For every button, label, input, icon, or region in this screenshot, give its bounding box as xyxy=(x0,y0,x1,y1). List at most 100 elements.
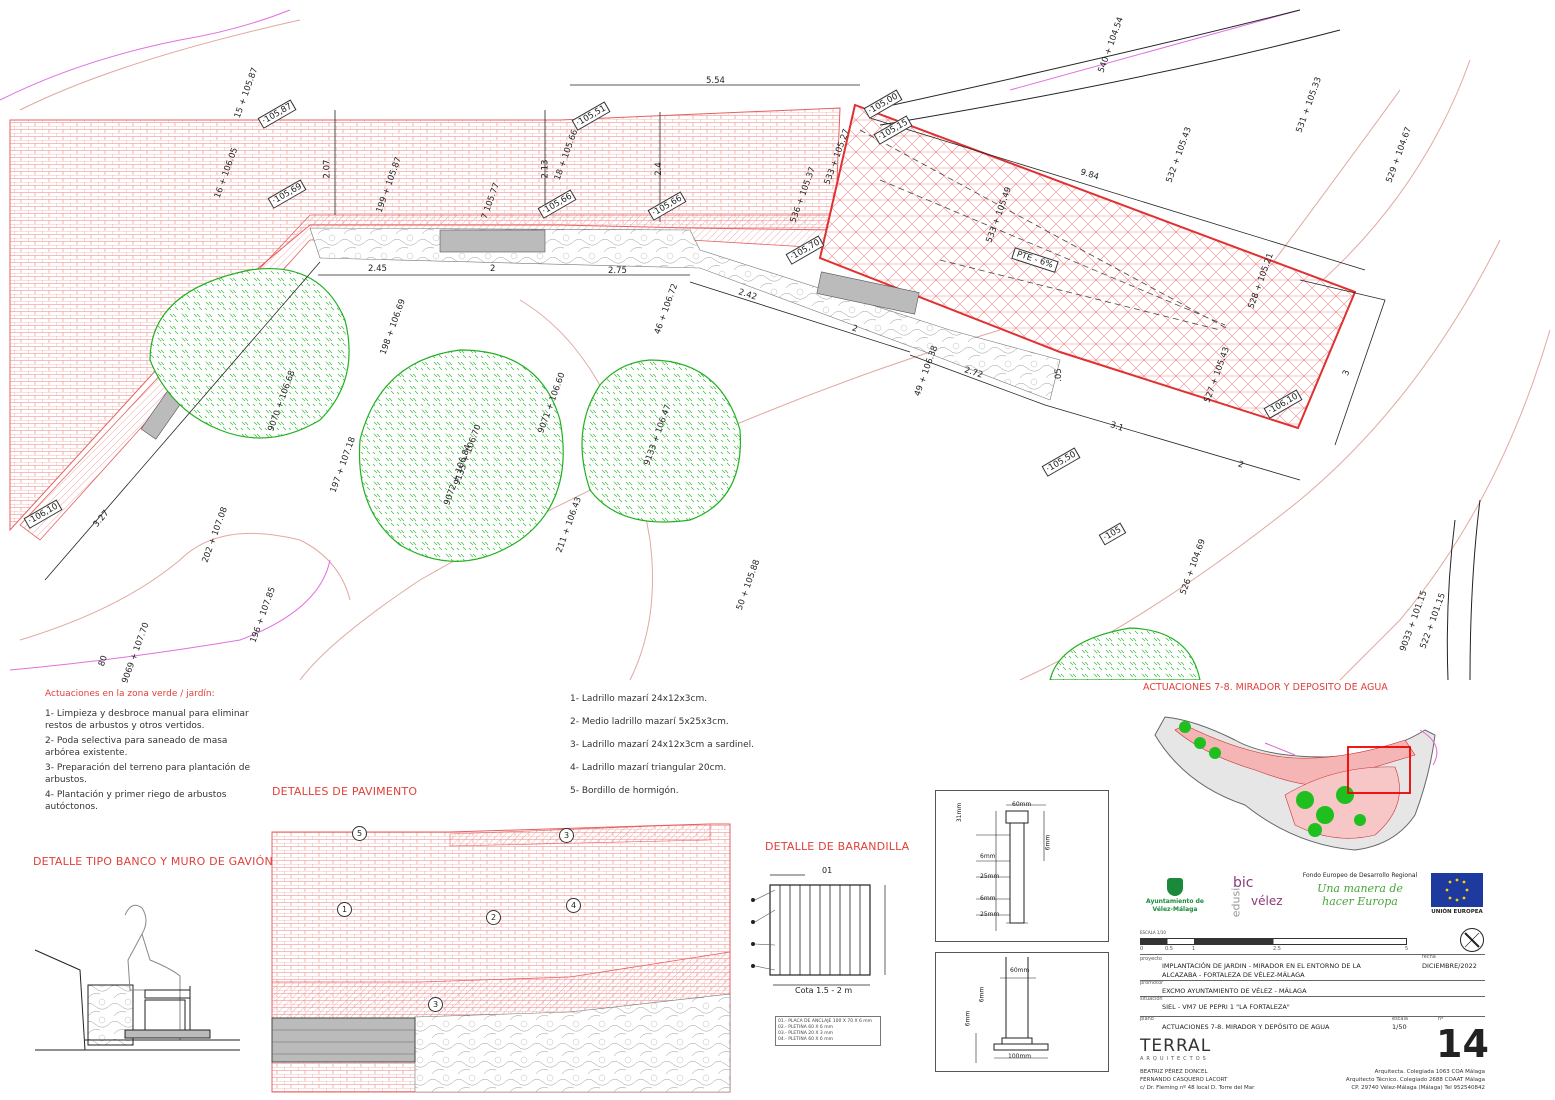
railing-legend-item: 03.- PLETINA 20 X 3 mm xyxy=(778,1031,833,1036)
green-notes-title: Actuaciones en la zona verde / jardín: xyxy=(45,689,215,699)
firm-name: TERRAL xyxy=(1140,1036,1212,1056)
feder-motto: Una manera de hacer Europa xyxy=(1317,882,1403,908)
coat-of-arms-icon xyxy=(1167,877,1183,896)
edusi-label: edusi xyxy=(1229,887,1243,918)
tree-3 xyxy=(581,359,742,523)
eu-flag-icon xyxy=(1431,873,1483,907)
water-tank-outline xyxy=(859,129,1231,331)
profile-dim: 25mm xyxy=(980,873,1000,880)
railing-legend: 01.- PLACA DE ANCLAJE 100 X 70 X 6 mm 02… xyxy=(775,1016,881,1046)
credit-line: CP. 29740 Vélez-Málaga (Málaga) Tel 9525… xyxy=(1351,1085,1485,1091)
author-line: c/ Dr. Fleming nº 48 local D. Torre del … xyxy=(1140,1085,1255,1091)
paving-note: 1- Ladrillo mazarí 24x12x3cm. xyxy=(570,694,708,704)
scale-label: ESCALA 1/10 xyxy=(1140,930,1166,935)
map-tree xyxy=(1194,737,1206,749)
marker-circle: 5 xyxy=(352,826,367,841)
map-highlight xyxy=(1347,746,1411,794)
firm-subtitle: ARQUITECTOS xyxy=(1140,1056,1209,1062)
paving-detail-drawing xyxy=(271,823,731,1093)
profile-dim: 31mm xyxy=(956,802,964,823)
green-zone-notes: Actuaciones en la zona verde / jardín: 1… xyxy=(45,688,255,816)
location-map xyxy=(1154,716,1438,851)
marker-circle: 1 xyxy=(337,902,352,917)
profile-dim: 60mm xyxy=(1012,801,1032,808)
sheet-number: 14 xyxy=(1436,1022,1489,1066)
scale-tick: 2.5 xyxy=(1273,946,1281,952)
situacion-label: situación xyxy=(1140,996,1163,1002)
green-note: 3- Preparación del terreno para plantaci… xyxy=(45,763,250,785)
row-plano: plano ACTUACIONES 7-8. MIRADOR Y DEPÓSIT… xyxy=(1140,1016,1485,1031)
marker-circle: 3 xyxy=(559,828,574,843)
north-arrow-icon xyxy=(1460,928,1484,952)
railing-detail-title: DETALLE DE BARANDILLA xyxy=(765,840,910,853)
marker-circle: 2 xyxy=(486,910,501,925)
map-tree xyxy=(1296,791,1314,809)
profile-detail-bottom: 60mm 6mm 6mm 100mm xyxy=(935,952,1109,1072)
row-promotor: promotor EXCMO AYUNTAMIENTO DE VÉLEZ - M… xyxy=(1140,980,1485,995)
green-note: 1- Limpieza y desbroce manual para elimi… xyxy=(45,709,249,731)
bic-label: bic xyxy=(1233,875,1254,891)
ayuntamiento-label: Ayuntamiento de Vélez-Málaga xyxy=(1146,897,1204,913)
authors: BEATRIZ PÉREZ DONCEL FERNANDO CASQUERO L… xyxy=(1140,1068,1254,1092)
marker-circle: 4 xyxy=(566,898,581,913)
escala-label: escala xyxy=(1392,1016,1408,1022)
paving-note: 5- Bordillo de hormigón. xyxy=(570,786,679,796)
mirador-deck xyxy=(818,103,1357,430)
railing-dim-top: 01 xyxy=(822,866,833,875)
logo-eu: UNIÓN EUROPEA xyxy=(1428,873,1486,918)
title-block: ESCALA 1/10 0 0.5 1 2.5 5 proyecto IMPLA… xyxy=(1140,928,1489,1096)
promotor-label: promotor xyxy=(1140,980,1164,986)
map-tree xyxy=(1209,747,1221,759)
promotor-value: EXCMO AYUNTAMIENTO DE VÉLEZ - MÁLAGA xyxy=(1162,987,1307,995)
bench-detail-drawing xyxy=(34,904,240,1051)
eu-label: UNIÓN EUROPEA xyxy=(1431,909,1483,915)
plano-value: ACTUACIONES 7-8. MIRADOR Y DEPÓSITO DE A… xyxy=(1162,1023,1330,1031)
profile-dim: 6mm xyxy=(964,1010,972,1027)
bench-detail-title: DETALLE TIPO BANCO Y MURO DE GAVIÓN xyxy=(33,855,273,868)
paving-note: 4- Ladrillo mazarí triangular 20cm. xyxy=(570,763,727,773)
railing-legend-item: 02.- PLETINA 60 X 6 mm xyxy=(778,1025,833,1030)
proyecto-value: IMPLANTACIÓN DE JARDIN - MIRADOR EN EL E… xyxy=(1162,962,1361,979)
row-proyecto: proyecto IMPLANTACIÓN DE JARDIN - MIRADO… xyxy=(1140,954,1485,979)
green-note: 4- Plantación y primer riego de arbustos… xyxy=(45,790,227,812)
feder-title: Fondo Europeo de Desarrollo Regional xyxy=(1302,872,1418,879)
road-edge xyxy=(869,9,1481,680)
railing-legend-item: 04.- PLETINA 60 X 6 mm xyxy=(778,1037,833,1042)
fecha-value: DICIEMBRE/2022 xyxy=(1422,962,1477,970)
map-tree xyxy=(1179,721,1191,733)
paving-note: 2- Medio ladrillo mazarí 5x25x3cm. xyxy=(570,717,729,727)
profile-dim: 6mm xyxy=(980,853,996,860)
location-map-title: ACTUACIONES 7-8. MIRADOR Y DEPOSITO DE A… xyxy=(1143,682,1388,693)
num-label: nº xyxy=(1438,1016,1444,1022)
railing-legend-item: 01.- PLACA DE ANCLAJE 100 X 70 X 6 mm xyxy=(778,1019,873,1024)
green-note: 2- Poda selectiva para saneado de masa a… xyxy=(45,736,228,758)
bench-1 xyxy=(439,229,546,253)
map-tree xyxy=(1308,823,1322,837)
map-tree xyxy=(1354,814,1366,826)
paving-detail-title: DETALLES DE PAVIMENTO xyxy=(272,785,418,798)
logo-edusi: edusi bic vélez xyxy=(1215,870,1295,918)
paving-note: 3- Ladrillo mazarí 24x12x3cm a sardinel. xyxy=(570,740,755,750)
scale-bar xyxy=(1140,938,1407,945)
site-plan xyxy=(0,9,1551,680)
scale-tick: 5 xyxy=(1405,946,1409,952)
profile-dim: 6mm xyxy=(1044,834,1052,851)
paving-notes: 1- Ladrillo mazarí 24x12x3cm. 2- Medio l… xyxy=(570,694,780,800)
property-lines xyxy=(0,9,1301,671)
logo-ayuntamiento: Ayuntamiento de Vélez-Málaga xyxy=(1140,873,1210,918)
tree-1 xyxy=(149,268,350,439)
map-tree xyxy=(1316,806,1334,824)
logo-feder: Fondo Europeo de Desarrollo Regional Una… xyxy=(1300,872,1420,920)
map-tree xyxy=(1336,786,1354,804)
author-line: FERNANDO CASQUERO LACORT xyxy=(1140,1077,1228,1083)
dimension-lines xyxy=(44,84,1386,581)
credit-line: Arquitecta. Colegiada 1063 COA Málaga xyxy=(1374,1069,1485,1075)
railing-detail-drawing xyxy=(751,874,886,986)
tree-2 xyxy=(358,349,564,562)
escala-value: 1/50 xyxy=(1392,1023,1407,1031)
tree-4 xyxy=(1049,627,1201,680)
profile-dim: 25mm xyxy=(980,911,1000,918)
profile-dim: 60mm xyxy=(1010,967,1030,974)
credits: Arquitecta. Colegiada 1063 COA Málaga Ar… xyxy=(1346,1068,1485,1092)
gabion-wall xyxy=(309,227,1061,401)
